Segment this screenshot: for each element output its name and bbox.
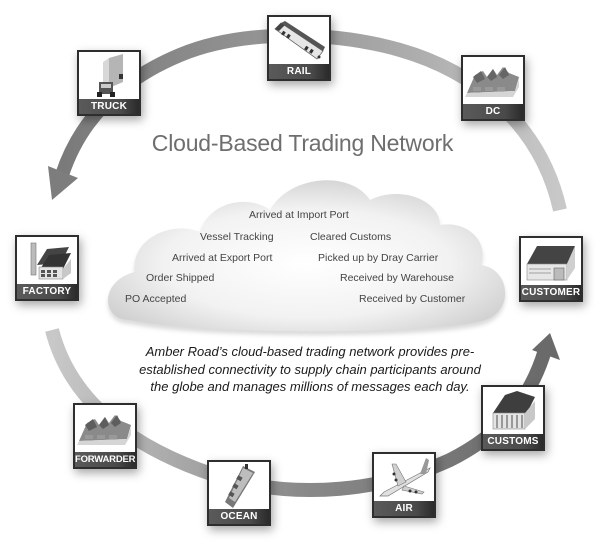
node-customs: CUSTOMS [481, 385, 545, 451]
message-cleared-customs: Cleared Customs [310, 231, 392, 243]
message-received-customer: Received by Customer [359, 293, 466, 305]
arrow-head-right [532, 333, 560, 360]
caption-line-3: the globe and manages millions of messag… [150, 379, 470, 394]
ship-icon [225, 464, 255, 508]
cloud-shape [108, 180, 506, 336]
node-label-customer: CUSTOMER [521, 285, 581, 300]
warehouse-icon [77, 415, 131, 445]
node-customer: CUSTOMER [519, 236, 583, 302]
node-label-customs: CUSTOMS [483, 434, 543, 449]
message-received-warehouse: Received by Warehouse [340, 272, 455, 284]
node-label-ocean: OCEAN [209, 509, 269, 524]
caption-line-1: Amber Road’s cloud-based trading network… [145, 344, 475, 359]
node-label-dc: DC [463, 104, 523, 119]
truck-icon [97, 54, 123, 97]
factory-icon [30, 242, 71, 280]
message-arrived-import-port: Arrived at Import Port [249, 209, 349, 221]
node-label-truck: TRUCK [79, 99, 139, 114]
node-dc: DC [461, 55, 525, 121]
node-label-factory: FACTORY [17, 284, 77, 299]
airplane-icon [379, 458, 431, 497]
distribution-center-icon [465, 67, 519, 97]
message-arrived-export-port: Arrived at Export Port [172, 252, 273, 264]
caption-line-2: established connectivity to supply chain… [139, 361, 481, 377]
node-rail: RAIL [267, 15, 331, 81]
diagram-title: Cloud-Based Trading Network [151, 130, 454, 156]
node-factory: FACTORY [15, 235, 79, 301]
train-icon [274, 21, 325, 60]
customer-building-icon [526, 246, 575, 281]
node-label-air: AIR [374, 501, 434, 516]
node-truck: TRUCK [77, 50, 141, 116]
message-vessel-tracking: Vessel Tracking [200, 231, 274, 243]
node-forwarder: FORWARDER [73, 403, 137, 469]
arrow-head-left [48, 166, 78, 200]
message-order-shipped: Order Shipped [146, 272, 215, 284]
message-po-accepted: PO Accepted [125, 293, 187, 305]
diagram-caption: Amber Road’s cloud-based trading network… [110, 343, 510, 396]
message-picked-up-dray: Picked up by Dray Carrier [318, 252, 439, 264]
node-ocean: OCEAN [207, 460, 271, 526]
node-air: AIR [372, 452, 436, 518]
node-label-forwarder: FORWARDER [75, 452, 135, 467]
node-label-rail: RAIL [269, 64, 329, 79]
customs-building-icon [492, 391, 535, 430]
